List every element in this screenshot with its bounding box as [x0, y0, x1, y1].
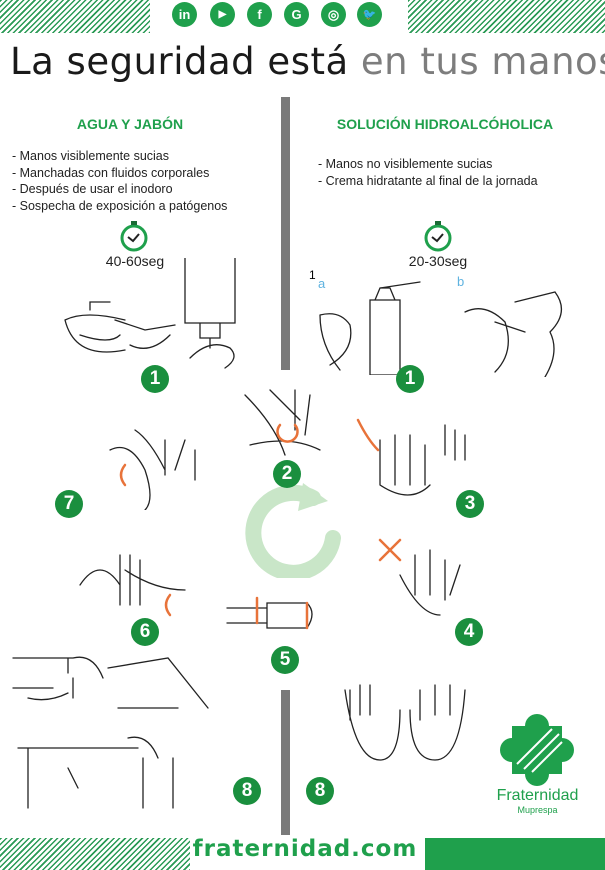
header-stripes-left	[0, 0, 150, 33]
soap-dispenser-illustration	[184, 258, 236, 369]
footer-url[interactable]: fraternidad.com	[192, 836, 418, 862]
sink-illustration	[64, 301, 176, 353]
stopwatch-icon	[120, 221, 148, 252]
title-dark: La seguridad está	[10, 40, 349, 83]
instagram-icon[interactable]: ◎	[321, 2, 346, 27]
palms-illustration	[244, 389, 321, 456]
divider-top	[281, 97, 290, 370]
footer-green-bar	[425, 838, 605, 870]
footer-stripes	[0, 838, 190, 870]
open-palms-illustration	[344, 684, 466, 761]
rinse-illustration	[12, 656, 209, 809]
list-item: Sospecha de exposición a patógenos	[12, 198, 228, 215]
stopwatch-icon	[424, 221, 452, 252]
step-6-badge: 6	[131, 618, 159, 646]
fraternidad-logo	[500, 714, 574, 786]
logo-name: Fraternidad	[496, 787, 579, 804]
youtube-icon[interactable]: ▶	[210, 2, 235, 27]
hands-rub-illustration	[464, 291, 562, 377]
list-item: Manchadas con fluidos corporales	[12, 165, 227, 182]
fingertips-illustration	[378, 538, 461, 616]
step-2-badge: 2	[273, 460, 301, 488]
left-list: Manos visiblemente sucias Manchadas con …	[12, 148, 228, 215]
thumb-rub-illustration	[79, 554, 186, 617]
list-item: Crema hidratante al final de la jornada	[318, 173, 538, 190]
step-5-badge: 5	[271, 646, 299, 674]
thumb-grip-illustration	[226, 596, 313, 630]
right-heading: SOLUCIÓN HIDROALCÓHOLICA	[336, 116, 554, 132]
page-title: La seguridad está en tus manos	[10, 40, 605, 83]
list-item: Manos visiblemente sucias	[12, 148, 227, 165]
logo-sub: Muprespa	[517, 805, 558, 815]
twitter-icon[interactable]: 🐦	[357, 2, 382, 27]
step-3-badge: 3	[456, 490, 484, 518]
list-item: Después de usar el inodoro	[12, 181, 227, 198]
interlaced-fingers-illustration	[356, 418, 466, 496]
left-time: 40-60seg	[105, 253, 165, 269]
step-8-badge-right: 8	[306, 777, 334, 805]
google-icon[interactable]: G	[284, 2, 309, 27]
step-1-badge-right: 1	[396, 365, 424, 393]
right-list: Manos no visiblemente sucias Crema hidra…	[318, 156, 538, 189]
divider-bottom	[281, 690, 290, 835]
linkedin-icon[interactable]: in	[172, 2, 197, 27]
step-1a-label: a	[318, 276, 326, 291]
hand-sanitizer-illustration	[319, 281, 421, 375]
palm-back-illustration	[109, 429, 196, 510]
left-heading: AGUA Y JABÓN	[76, 116, 184, 132]
facebook-icon[interactable]: f	[247, 2, 272, 27]
step-4-badge: 4	[455, 618, 483, 646]
list-item: Manos no visiblemente sucias	[318, 156, 538, 173]
title-light: en tus manos	[360, 40, 605, 83]
step-7-badge: 7	[55, 490, 83, 518]
step-8-badge-left: 8	[233, 777, 261, 805]
recycle-arrow-icon	[245, 483, 341, 578]
step-1-label: 1	[309, 268, 316, 282]
header-stripes-right	[408, 0, 605, 33]
step-1-badge-left: 1	[141, 365, 169, 393]
step-1b-label: b	[457, 274, 465, 289]
right-time: 20-30seg	[408, 253, 468, 269]
